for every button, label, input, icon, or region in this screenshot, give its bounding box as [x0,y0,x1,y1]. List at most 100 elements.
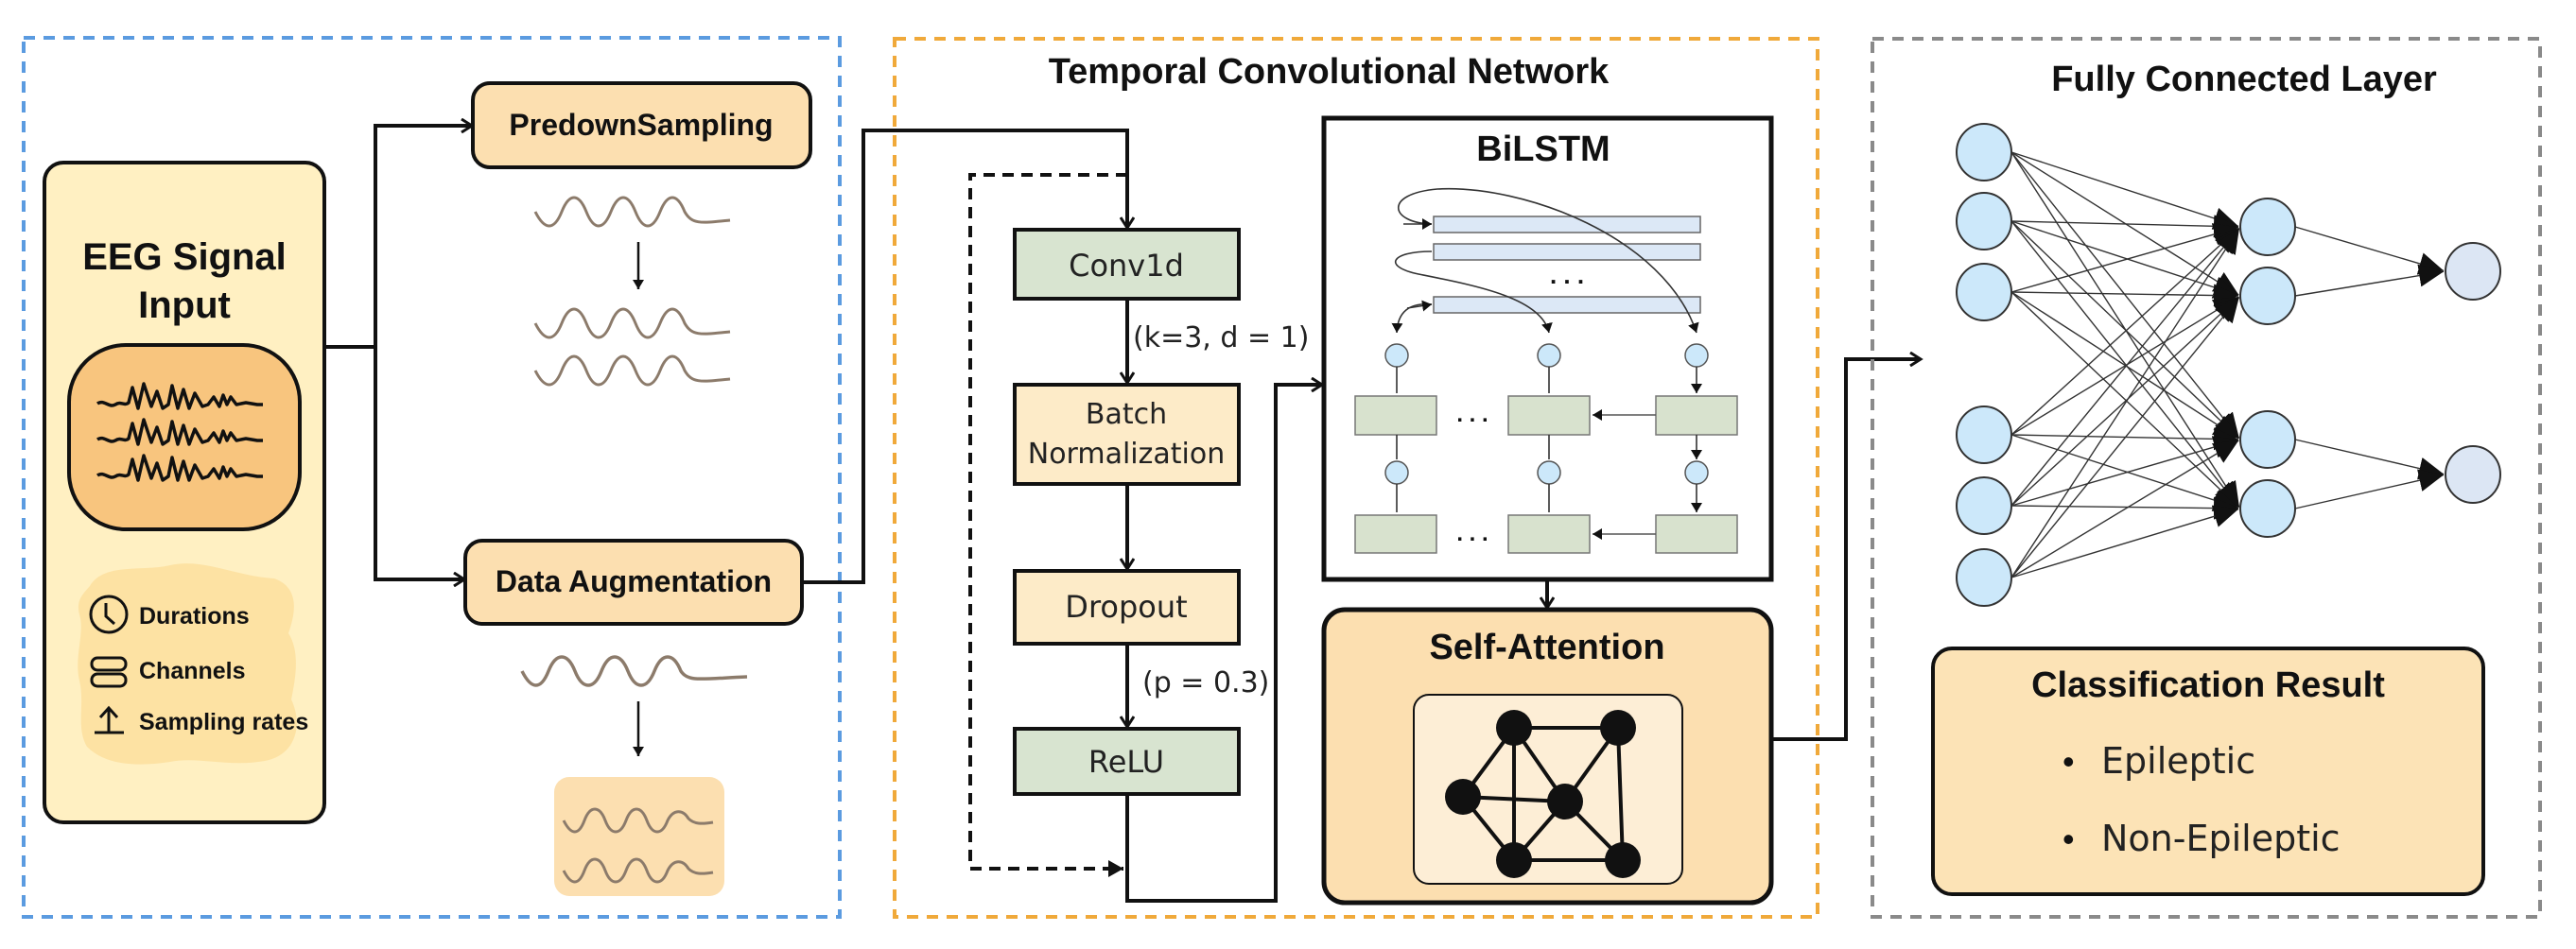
hidden-state-bar [1433,216,1701,233]
input-neuron [1956,476,2012,535]
tcn-title: Temporal Convolutional Network [1049,52,1610,92]
data-augmentation-box[interactable]: Data Augmentation [463,539,804,626]
fc-connection [2010,296,2239,507]
predownsampling-box[interactable]: PredownSampling [471,81,812,169]
input-neuron [1956,263,2012,321]
class-label-non-epileptic: Non-Epileptic [2101,818,2341,859]
channels-icon [90,656,128,688]
fc-connection [2010,220,2240,440]
attention-graph-icon [1413,694,1683,885]
fc-connection [2010,436,2239,507]
augmented-signal-box [554,777,724,896]
residual-skip-connection [968,173,1127,877]
input-neuron [1956,405,2012,464]
fc-connection [2010,496,2239,520]
self-attention-title: Self-Attention [1429,628,1664,667]
conv-params-label: (k=3, d = 1) [1133,321,1309,354]
cells-ellipsis: . . . [1456,402,1488,427]
fc-connection [2010,227,2239,436]
hidden-neuron [2239,479,2296,538]
fc-title: Fully Connected Layer [2051,60,2437,99]
dropout-label: Dropout [1065,589,1187,625]
lstm-cell [1507,395,1591,436]
eeg-title-line1: EEG Signal [82,236,287,278]
hidden-neuron [2239,267,2296,325]
input-neuron [1956,123,2012,181]
eeg-branch-connector [324,126,471,579]
legend-durations: Durations [139,603,250,630]
lstm-cell [1655,395,1738,436]
lstm-gate-node [1384,460,1409,485]
augmentation-waves-illustration [520,655,748,896]
dropout-block[interactable]: Dropout [1013,569,1241,646]
self-attention-block[interactable]: Self-Attention [1321,607,1774,906]
bilstm-internal-diagram: . . . . . . [1354,187,1738,554]
fc-panel: Fully Connected Layer Classification Res… [1871,37,2542,919]
output-neuron [2445,242,2501,301]
classification-result-box[interactable]: Classification Result • Epileptic • Non-… [1931,647,2485,896]
fc-connection [2010,297,2240,578]
lstm-gate-node [1684,343,1709,368]
lstm-gate-node [1537,343,1561,368]
fc-connection [2010,215,2239,238]
fc-connection [2010,296,2239,436]
conv1d-block[interactable]: Conv1d [1013,228,1241,301]
hidden-neuron [2239,198,2296,256]
bullet-icon: • [2063,820,2075,858]
relu-block[interactable]: ReLU [1013,727,1241,796]
predownsampling-label: PredownSampling [509,108,773,142]
batchnorm-label-line2: Normalization [1028,438,1225,471]
fc-connection [2010,151,2239,230]
clock-icon [89,595,129,634]
hidden-neuron [2239,410,2296,469]
attention-to-fc-connector [1771,359,1920,741]
augmentation-to-tcn-connector [802,129,1127,584]
hidden-state-bar [1433,243,1701,261]
input-neuron [1956,192,2012,250]
bilstm-block[interactable]: BiLSTM . . . . . . [1321,115,1774,582]
cells-ellipsis: . . . [1456,521,1488,546]
legend-blob [78,563,297,765]
batch-normalization-block[interactable]: Batch Normalization [1013,383,1241,486]
lstm-gate-node [1537,460,1561,485]
input-neuron [1956,548,2012,607]
fully-connected-network [1956,123,2501,607]
lstm-cell [1354,514,1437,554]
conv1d-label: Conv1d [1069,248,1184,284]
relu-label: ReLU [1088,744,1164,780]
lstm-gate-node [1384,343,1409,368]
class-label-epileptic: Epileptic [2101,740,2255,782]
fc-connection [2294,264,2445,297]
fc-connection [2010,220,2240,508]
fc-connection [2010,151,2240,439]
downsampling-waves-illustration [533,196,732,387]
upload-arrow-icon [95,705,124,734]
legend-sampling-rates: Sampling rates [139,709,308,735]
fc-connection [2294,469,2445,509]
hidden-state-bar [1433,296,1701,314]
eeg-signal-input-box[interactable]: EEG Signal Input Durations Cha [43,161,326,824]
fc-connection [2010,440,2239,578]
fc-connection [2010,223,2239,293]
fc-connection [2010,505,2239,578]
classification-title: Classification Result [2031,665,2385,705]
tcn-panel: Temporal Convolutional Network Conv1d (k… [893,37,1920,919]
input-panel-border [22,36,842,919]
bilstm-title: BiLSTM [1476,129,1610,169]
data-augmentation-label: Data Augmentation [496,564,772,598]
batchnorm-label-line1: Batch [1086,398,1167,431]
output-neuron [2445,445,2501,504]
fc-connection [2294,439,2445,480]
fc-connection [2294,226,2445,275]
eeg-waveform-icon [67,343,302,531]
fc-connection [2010,220,2239,299]
lstm-cell [1354,395,1437,436]
dropout-params-label: (p = 0.3) [1142,666,1269,699]
fc-connection [2010,291,2240,509]
lstm-gate-node [1684,460,1709,485]
fc-connection [2010,228,2240,578]
fc-connection [2010,434,2239,511]
legend-channels: Channels [139,658,246,684]
lstm-cell [1655,514,1738,554]
